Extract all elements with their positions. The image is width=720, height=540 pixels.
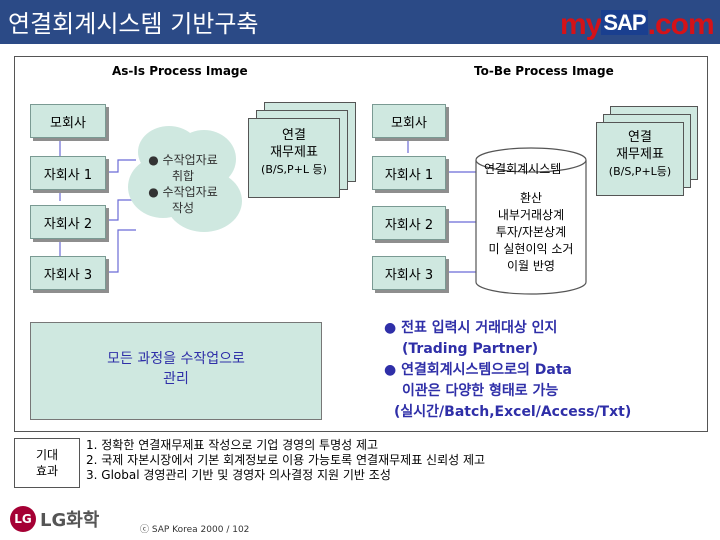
tobe-heading: To-Be Process Image — [474, 64, 614, 78]
effect-item-3: 3. Global 경영관리 기반 및 경영자 의사결정 지원 기반 조성 — [86, 468, 391, 482]
tobe-parent-box: 모회사 — [372, 104, 446, 138]
cloud-line-4: 작성 — [171, 201, 195, 215]
tobe-note-3: ● 연결회계시스템으로의 Data — [384, 362, 572, 378]
asis-sub1-box: 자회사 1 — [30, 156, 106, 190]
asis-report-line-2: 재무제표 — [270, 145, 318, 160]
consolidation-process-list: 환산 내부거래상계 투자/자본상계 미 실현이익 소거 이월 반영 — [476, 190, 586, 275]
title-bar: 연결회계시스템 기반구축 mySAP.com — [0, 0, 720, 44]
lg-company-name: LG화학 — [40, 510, 100, 531]
tobe-report-line-2: 재무제표 — [616, 147, 664, 162]
logo-part-sap: SAP — [601, 10, 648, 35]
lg-logo-icon: LG — [10, 506, 36, 532]
connector-sub1-cloud — [104, 159, 136, 173]
asis-sub2-box: 자회사 2 — [30, 205, 106, 239]
process-step-5: 이월 반영 — [507, 259, 555, 273]
manual-work-cloud: ● 수작업자료 취합 ● 수작업자료 작성 — [118, 112, 248, 242]
tobe-report-doc-front: 연결 재무제표 (B/S,P+L등) — [596, 122, 684, 196]
lg-chem-logo: LG LG화학 — [10, 506, 99, 532]
process-step-2: 내부거래상계 — [497, 208, 565, 222]
effect-item-1: 1. 정확한 연결재무제표 작성으로 기업 경영의 투명성 제고 — [86, 438, 379, 452]
expected-effects-list: 1. 정확한 연결재무제표 작성으로 기업 경영의 투명성 제고 2. 국제 자… — [86, 438, 485, 483]
tobe-note-1: ● 전표 입력시 거래대상 인지 — [384, 320, 558, 336]
cloud-line-2: 취합 — [171, 169, 195, 183]
process-step-4: 미 실현이익 소거 — [488, 242, 574, 256]
tobe-note-5: (실시간/Batch,Excel/Access/Txt) — [394, 404, 632, 420]
connector-sub3-cloud — [104, 229, 136, 273]
process-step-3: 투자/자본상계 — [495, 225, 567, 239]
effects-label-line-1: 기대 — [35, 448, 59, 462]
asis-sub3-box: 자회사 3 — [30, 256, 106, 290]
mysap-logo: mySAP.com — [560, 8, 715, 42]
connector-sub2-cloud — [104, 199, 136, 221]
asis-parent-box: 모회사 — [30, 104, 106, 138]
asis-report-line-3: (B/S,P+L 등) — [261, 163, 327, 176]
effects-label-line-2: 효과 — [35, 464, 59, 478]
tobe-sub1-box: 자회사 1 — [372, 156, 446, 190]
expected-effects-label: 기대 효과 — [14, 438, 80, 488]
asis-note-line-1: 모든 과정을 수작업으로 — [107, 351, 245, 367]
copyright-text: ⓒ SAP Korea 2000 / 102 — [140, 525, 250, 535]
tobe-note-4: 이관은 다양한 형태로 가능 — [402, 383, 559, 399]
page-title: 연결회계시스템 기반구축 — [8, 10, 259, 38]
tobe-report-line-1: 연결 — [628, 130, 652, 145]
tobe-sub3-box: 자회사 3 — [372, 256, 446, 290]
asis-report-line-1: 연결 — [282, 128, 306, 143]
asis-note-line-2: 관리 — [163, 371, 189, 387]
system-label: 연결회계시스템 — [484, 162, 562, 176]
tobe-notes: ● 전표 입력시 거래대상 인지 (Trading Partner) ● 연결회… — [384, 318, 631, 423]
effect-item-2: 2. 국제 자본시장에서 기본 회계정보로 이용 가능토록 연결재무제표 신뢰성… — [86, 453, 486, 467]
tobe-report-line-3: (B/S,P+L등) — [608, 165, 672, 178]
asis-note-box: 모든 과정을 수작업으로 관리 — [30, 322, 322, 420]
system-cylinder — [475, 147, 587, 295]
process-step-1: 환산 — [519, 191, 543, 205]
cloud-line-1: ● 수작업자료 — [148, 153, 218, 167]
logo-part-my: my — [560, 8, 602, 41]
tobe-note-2: (Trading Partner) — [402, 341, 539, 357]
cloud-line-3: ● 수작업자료 — [148, 185, 218, 199]
tobe-sub2-box: 자회사 2 — [372, 206, 446, 240]
asis-heading: As-Is Process Image — [112, 64, 248, 78]
logo-part-com: .com — [647, 8, 715, 41]
asis-report-doc-front: 연결 재무제표 (B/S,P+L 등) — [248, 118, 340, 198]
